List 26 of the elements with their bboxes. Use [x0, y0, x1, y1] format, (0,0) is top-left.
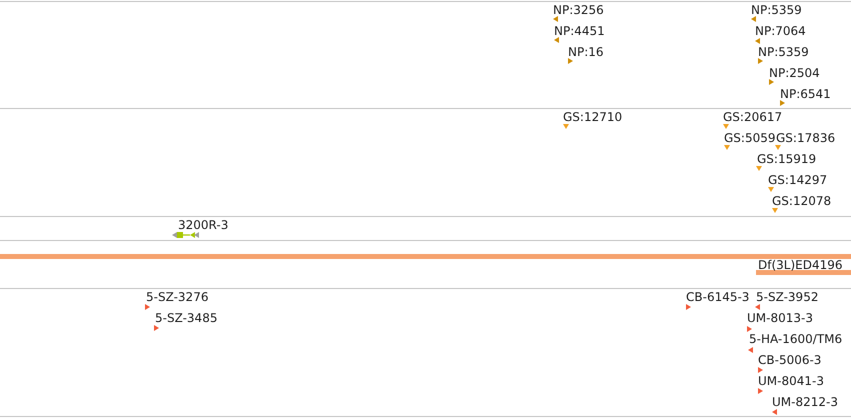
feature-label: 5-SZ-3952 — [756, 290, 818, 304]
feature-label: NP:3256 — [553, 2, 604, 16]
feature-label: GS:12710 — [563, 110, 622, 124]
feature-label: GS:20617 — [723, 110, 782, 124]
feature-label: UM-8013-3 — [747, 310, 813, 324]
feature-label: Df(3L)ED4196 — [758, 258, 843, 272]
feature-label: CB-6145-3 — [686, 290, 750, 304]
feature-label: 5-SZ-3276 — [146, 290, 208, 304]
feature-label: GS:17836 — [776, 130, 836, 144]
feature-label: GS:12078 — [772, 194, 832, 208]
feature-label: GS:14297 — [768, 172, 828, 186]
feature-label: NP:5359 — [751, 2, 802, 16]
feature-label: NP:7064 — [755, 24, 806, 38]
feature-label: 5-SZ-3485 — [155, 310, 218, 324]
feature-label: NP:5359 — [758, 44, 809, 58]
feature-label: NP:4451 — [554, 24, 605, 38]
feature-label: NP:2504 — [769, 66, 820, 80]
feature-label: NP:6541 — [780, 86, 831, 100]
feature-label: GS:15919 — [757, 152, 816, 166]
feature-label: UM-8212-3 — [772, 394, 838, 408]
feature-label: 5-HA-1600/TM6 — [749, 332, 842, 346]
feature-label: UM-8041-3 — [758, 374, 824, 388]
feature-label: NP:16 — [568, 44, 604, 58]
feature-label: 3200R-3 — [178, 218, 228, 232]
feature-label: GS:5059 — [724, 130, 776, 144]
feature-label: CB-5006-3 — [758, 352, 822, 366]
